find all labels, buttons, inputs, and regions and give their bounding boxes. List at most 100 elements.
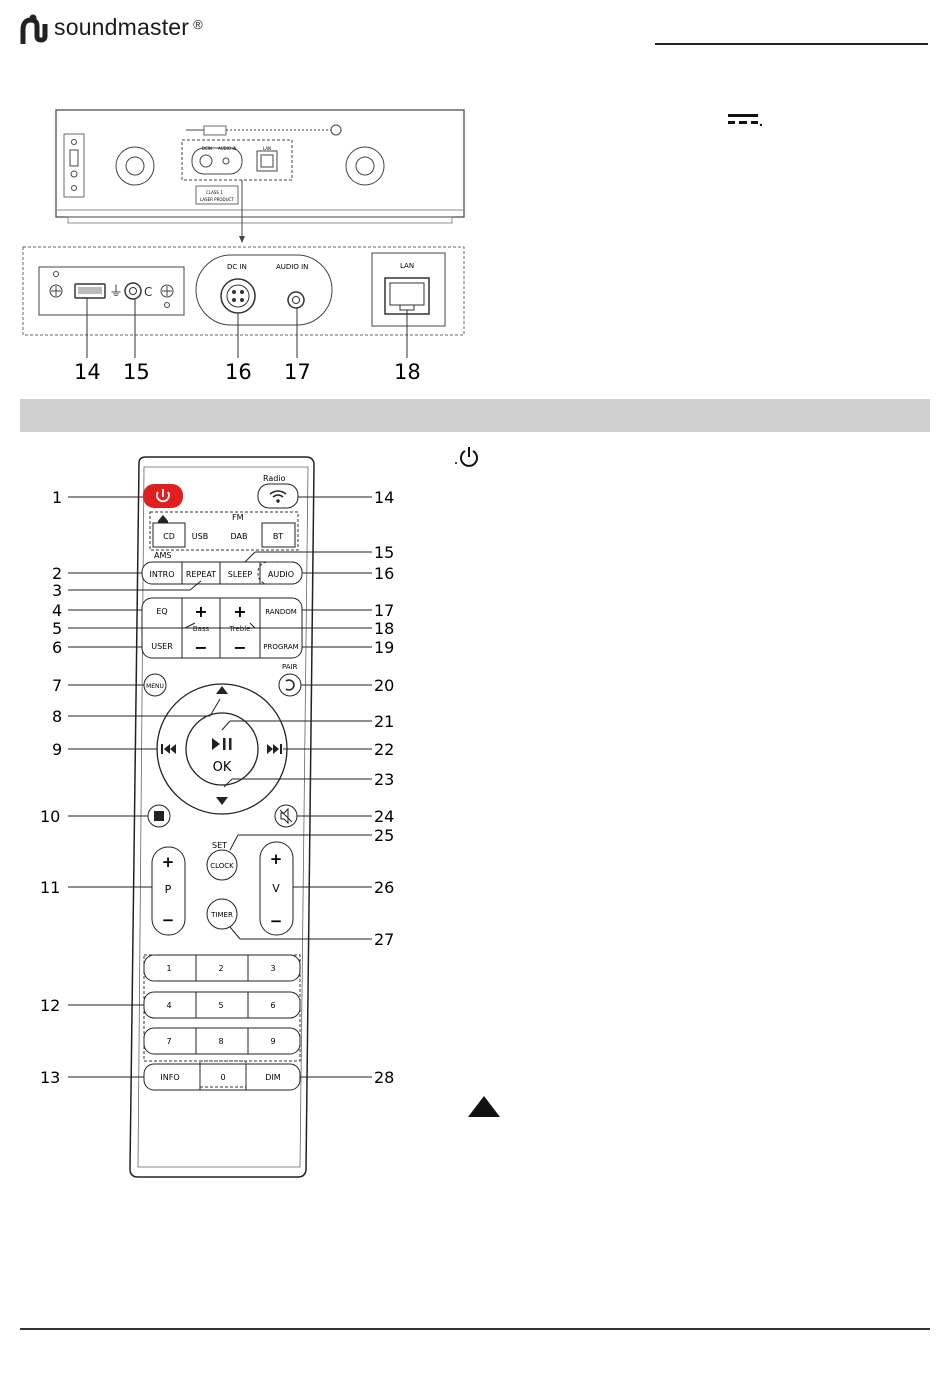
num-9-button[interactable]: 9 [270, 1037, 275, 1046]
svg-text:DCIN: DCIN [202, 146, 212, 151]
num-4-button[interactable]: 4 [166, 1001, 171, 1010]
rear-callout-18: 18 [394, 360, 421, 384]
numpad[interactable]: 1 2 3 4 5 6 7 8 9 [143, 954, 301, 1055]
svg-text:⏚: ⏚ [109, 284, 123, 300]
section-heading-bar [20, 399, 930, 432]
intro-button[interactable]: INTRO [149, 570, 174, 579]
power-symbol-icon [455, 447, 478, 467]
svg-text:Bass: Bass [193, 625, 210, 633]
num-0-button[interactable]: 0 [220, 1073, 225, 1082]
dc-symbol-icon [728, 114, 763, 127]
remote-callout-15: 15 [374, 543, 394, 562]
play-pause-icon [212, 738, 220, 750]
num-6-button[interactable]: 6 [270, 1001, 275, 1010]
cd-button[interactable] [152, 522, 186, 548]
svg-text:TIMER: TIMER [210, 911, 233, 919]
svg-text:BT: BT [273, 532, 283, 541]
remote-callout-16: 16 [374, 564, 394, 583]
timer-button[interactable] [206, 898, 238, 930]
svg-text:LASER PRODUCT: LASER PRODUCT [200, 197, 234, 202]
svg-text:Radio: Radio [263, 474, 286, 483]
user-button[interactable]: USER [151, 642, 173, 651]
remote-callout-18: 18 [374, 619, 394, 638]
num-1-button[interactable]: 1 [166, 964, 171, 973]
svg-text:AMS: AMS [154, 551, 171, 560]
next-track-icon[interactable] [267, 744, 282, 754]
svg-text:CLOCK: CLOCK [210, 862, 234, 870]
dab-button[interactable]: DAB [231, 532, 248, 541]
rear-callout-14: 14 [74, 360, 101, 384]
soundmaster-logo-icon [20, 14, 48, 44]
svg-text:+: + [270, 850, 283, 868]
expanded-ports-box [22, 246, 465, 336]
svg-text:OK: OK [213, 760, 232, 775]
num-5-button[interactable]: 5 [218, 1001, 223, 1010]
remote-callout-1: 1 [52, 488, 62, 507]
remote-control-figure: Radio FM CD USB DAB BT AMS INTRO REPEAT … [40, 456, 394, 1178]
random-button[interactable]: RANDOM [265, 608, 297, 616]
info-button[interactable]: INFO [160, 1073, 179, 1082]
remote-callout-14: 14 [374, 488, 394, 507]
preset-rocker[interactable] [151, 846, 186, 936]
treble-minus-button[interactable]: − [233, 638, 246, 657]
eject-icon [158, 515, 168, 521]
remote-callout-24: 24 [374, 807, 394, 826]
remote-callout-28: 28 [374, 1068, 394, 1087]
audio-button[interactable]: AUDIO [268, 570, 294, 579]
remote-callout-5: 5 [52, 619, 62, 638]
remote-callout-19: 19 [374, 638, 394, 657]
rear-panel-figure: DCIN AUDIO IN LAN CLASS 1 LASER PRODUCT … [22, 109, 465, 384]
remote-callout-17: 17 [374, 601, 394, 620]
eq-button[interactable]: EQ [156, 607, 167, 616]
clock-button[interactable] [206, 849, 238, 881]
program-button[interactable]: PROGRAM [263, 643, 298, 651]
remote-callout-21: 21 [374, 712, 394, 731]
remote-callout-4: 4 [52, 601, 62, 620]
remote-callout-10: 10 [40, 807, 60, 826]
svg-text:CLASS 1: CLASS 1 [206, 190, 223, 195]
brand-logo: soundmaster® [54, 14, 203, 41]
num-7-button[interactable]: 7 [166, 1037, 171, 1046]
dc-in-label: DC IN [227, 263, 247, 271]
remote-callout-12: 12 [40, 996, 60, 1015]
num-2-button[interactable]: 2 [218, 964, 223, 973]
rear-callout-15: 15 [123, 360, 150, 384]
play-pause-ok-button[interactable] [185, 712, 259, 786]
rear-callout-16: 16 [225, 360, 252, 384]
bt-button[interactable] [261, 522, 296, 548]
remote-callout-3: 3 [52, 581, 62, 600]
svg-text:FM: FM [232, 513, 244, 522]
remote-callout-9: 9 [52, 740, 62, 759]
sleep-button[interactable]: SLEEP [228, 570, 253, 579]
num-8-button[interactable]: 8 [218, 1037, 223, 1046]
svg-text:P: P [165, 883, 172, 896]
down-arrow-icon[interactable] [216, 797, 228, 805]
previous-track-icon[interactable] [161, 744, 176, 754]
num-3-button[interactable]: 3 [270, 964, 275, 973]
volume-rocker[interactable] [259, 841, 294, 936]
remote-callout-11: 11 [40, 878, 60, 897]
remote-callout-22: 22 [374, 740, 394, 759]
treble-plus-button[interactable]: + [233, 602, 246, 621]
up-arrow-icon[interactable] [216, 686, 228, 694]
repeat-button[interactable]: REPEAT [186, 570, 216, 579]
remote-callout-2: 2 [52, 564, 62, 583]
remote-callout-13: 13 [40, 1068, 60, 1087]
remote-callout-27: 27 [374, 930, 394, 949]
remote-callout-26: 26 [374, 878, 394, 897]
bass-plus-button[interactable]: + [194, 602, 207, 621]
dim-button[interactable]: DIM [265, 1073, 281, 1082]
lan-label: LAN [400, 262, 414, 270]
svg-text:Treble: Treble [229, 625, 251, 633]
svg-text:C: C [144, 285, 152, 299]
pair-button[interactable] [278, 673, 302, 697]
svg-text:−: − [270, 912, 283, 930]
usb-button[interactable]: USB [192, 532, 208, 541]
svg-text:SET: SET [212, 841, 227, 850]
remote-callout-8: 8 [52, 707, 62, 726]
svg-text:V: V [272, 882, 280, 895]
remote-callout-6: 6 [52, 638, 62, 657]
bass-minus-button[interactable]: − [194, 638, 207, 657]
registered-mark: ® [193, 16, 203, 32]
radio-button[interactable] [257, 483, 299, 509]
